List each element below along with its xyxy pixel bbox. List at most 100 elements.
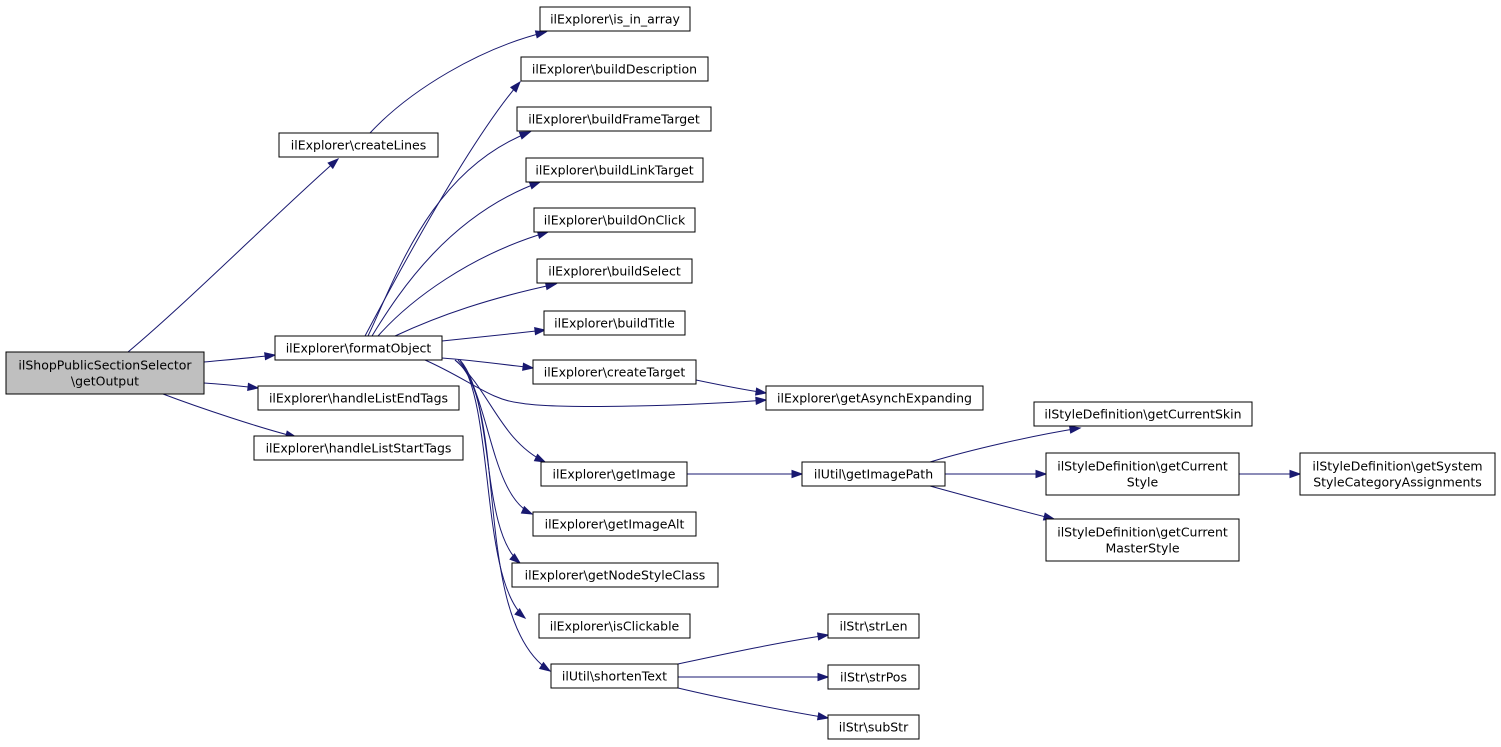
node-box [539, 6, 691, 32]
node-label: ilStr\strLen [839, 619, 907, 634]
node-box [257, 385, 460, 411]
node-buildLinkTarget[interactable]: ilExplorer\buildLinkTarget [525, 157, 704, 183]
edge-getCurrentStyle-to-getSystemStyleCategoryAssignments [1239, 469, 1302, 479]
node-handleListEndTags[interactable]: ilExplorer\handleListEndTags [257, 385, 460, 411]
node-label: \getOutput [71, 374, 139, 389]
edge-formatObject-to-createTarget [441, 357, 535, 371]
node-box [532, 511, 697, 537]
node-label: ilExplorer\buildDescription [532, 62, 697, 77]
edge-line [441, 329, 546, 342]
node-label: ilExplorer\isClickable [550, 619, 680, 634]
node-label: ilStyleDefinition\getCurrent [1057, 525, 1228, 540]
edge-line [677, 634, 829, 665]
node-label: ilShopPublicSectionSelector [18, 358, 192, 373]
node-box [827, 714, 920, 740]
arrowhead-icon [533, 453, 547, 463]
node-label: ilExplorer\buildSelect [548, 264, 681, 279]
node-box [1045, 452, 1240, 496]
node-box [765, 385, 984, 411]
edge-formatObject-to-isClickable [459, 359, 527, 619]
node-box [550, 663, 679, 689]
node-root[interactable]: ilShopPublicSectionSelector\getOutput [5, 351, 205, 395]
node-label: ilExplorer\getNodeStyleClass [525, 568, 706, 583]
edge-line [441, 357, 534, 369]
arrowhead-icon [509, 553, 522, 564]
node-handleListStartTags[interactable]: ilExplorer\handleListStartTags [253, 435, 464, 461]
nodes-layer: ilShopPublicSectionSelector\getOutput ilE… [5, 6, 1496, 740]
edge-line [377, 231, 549, 337]
node-label: ilUtil\shortenText [562, 669, 667, 684]
arrowhead-icon [817, 632, 830, 641]
node-label: ilUtil\getImagePath [814, 467, 933, 482]
node-buildSelect[interactable]: ilExplorer\buildSelect [536, 258, 693, 284]
edge-line [371, 181, 541, 337]
node-box [540, 461, 688, 487]
arrowhead-icon [1289, 469, 1302, 479]
node-buildDescription[interactable]: ilExplorer\buildDescription [520, 56, 709, 82]
edge-formatObject-to-buildFrameTarget [367, 131, 532, 337]
edge-root-to-formatObject [203, 352, 277, 363]
node-label: ilExplorer\handleListEndTags [269, 391, 448, 406]
node-box [5, 351, 205, 395]
node-label: ilExplorer\formatObject [286, 341, 432, 356]
node-formatObject[interactable]: ilExplorer\formatObject [274, 335, 443, 361]
node-getImage[interactable]: ilExplorer\getImage [540, 461, 688, 487]
edge-line [695, 379, 767, 394]
node-box [253, 435, 464, 461]
node-label: ilExplorer\buildOnClick [544, 213, 686, 228]
edge-formatObject-to-buildLinkTarget [371, 181, 542, 337]
edge-shortenText-to-subStr [677, 687, 830, 721]
arrowhead-icon [1068, 425, 1082, 434]
node-box [525, 157, 704, 183]
edge-formatObject-to-buildTitle [441, 327, 547, 342]
node-strPos[interactable]: ilStr\strPos [827, 664, 920, 690]
edge-line [677, 687, 829, 719]
node-buildTitle[interactable]: ilExplorer\buildTitle [543, 310, 686, 336]
node-box [1045, 518, 1240, 562]
node-subStr[interactable]: ilStr\subStr [827, 714, 920, 740]
node-box [278, 132, 439, 158]
node-strLen[interactable]: ilStr\strLen [827, 613, 920, 639]
node-getAsynchExpanding[interactable]: ilExplorer\getAsynchExpanding [765, 385, 984, 411]
node-label: ilStyleDefinition\getSystem [1312, 459, 1482, 474]
node-box [274, 335, 443, 361]
node-getImageAlt[interactable]: ilExplorer\getImageAlt [532, 511, 697, 537]
arrowhead-icon [791, 469, 804, 479]
node-getCurrentSkin[interactable]: ilStyleDefinition\getCurrentSkin [1033, 401, 1253, 427]
node-label: StyleCategoryAssignments [1313, 475, 1482, 490]
arrowhead-icon [817, 672, 830, 682]
edge-line [364, 81, 521, 337]
node-label: ilExplorer\createTarget [544, 365, 686, 380]
edge-getImagePath-to-getCurrentSkin [929, 425, 1082, 463]
node-getNodeStyleClass[interactable]: ilExplorer\getNodeStyleClass [511, 562, 719, 588]
arrowhead-icon [247, 382, 260, 392]
node-createTarget[interactable]: ilExplorer\createTarget [532, 359, 697, 385]
edge-shortenText-to-strLen [677, 632, 830, 665]
node-box [543, 310, 686, 336]
edge-createTarget-to-getAsynchExpanding [695, 379, 768, 396]
node-label: ilExplorer\createLines [291, 138, 426, 153]
arrowhead-icon [534, 30, 548, 39]
node-getSystemStyleCategoryAssignments[interactable]: ilStyleDefinition\getSystemStyleCategory… [1299, 452, 1496, 496]
node-label: ilExplorer\getAsynchExpanding [777, 391, 972, 406]
edge-getImage-to-getImagePath [687, 469, 804, 479]
edge-getImagePath-to-getCurrentMasterStyle [929, 485, 1056, 521]
node-buildFrameTarget[interactable]: ilExplorer\buildFrameTarget [516, 106, 712, 132]
node-createLines[interactable]: ilExplorer\createLines [278, 132, 439, 158]
node-shortenText[interactable]: ilUtil\shortenText [550, 663, 679, 689]
node-buildOnClick[interactable]: ilExplorer\buildOnClick [533, 207, 696, 233]
edge-line [369, 31, 547, 134]
node-label: ilExplorer\is_in_array [550, 12, 680, 27]
node-getImagePath[interactable]: ilUtil\getImagePath [801, 461, 946, 487]
edge-line [394, 283, 557, 337]
edge-line [424, 359, 767, 407]
node-box [827, 664, 920, 690]
node-is_in_array[interactable]: ilExplorer\is_in_array [539, 6, 691, 32]
node-label: ilStr\strPos [840, 670, 907, 685]
node-isClickable[interactable]: ilExplorer\isClickable [538, 613, 691, 639]
arrowhead-icon [755, 396, 768, 405]
arrowhead-icon [509, 80, 521, 93]
arrowhead-icon [816, 712, 830, 721]
